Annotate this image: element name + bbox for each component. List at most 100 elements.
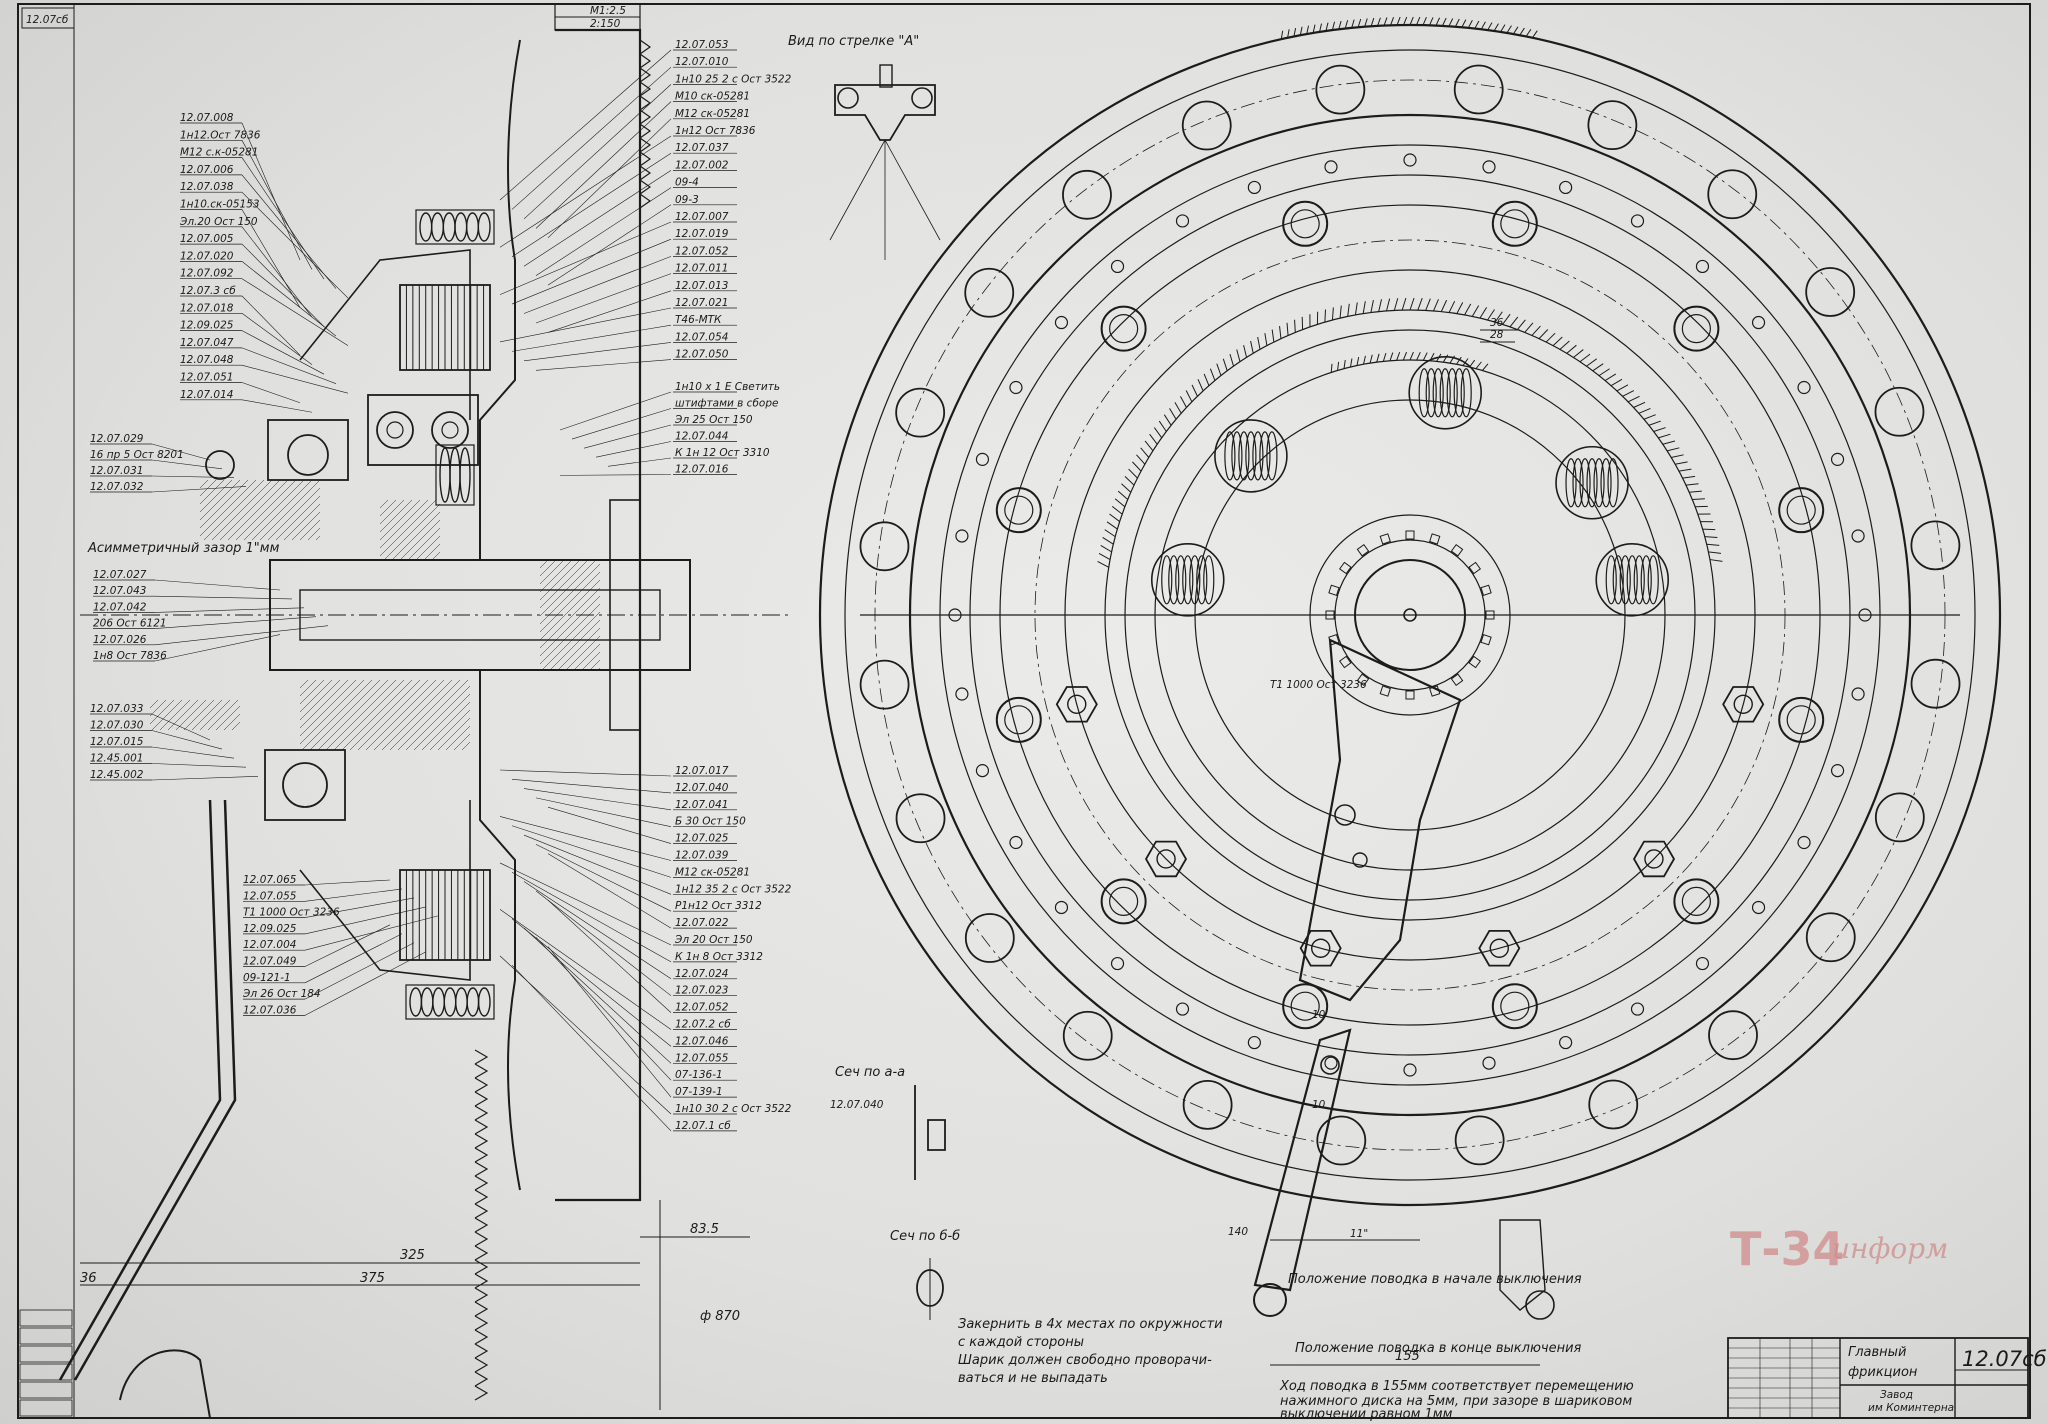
- part-label: 09-121-1: [243, 972, 291, 984]
- travel-note-1: Ход поводка в 155мм соответствует переме…: [1279, 1379, 1634, 1394]
- pedal-rod: [58, 799, 237, 1381]
- section-springs: [405, 209, 495, 1020]
- leader-lines: [90, 49, 737, 1132]
- part-label: 1н8 Ост 7836: [93, 650, 167, 662]
- part-label: 12.07.010: [675, 56, 729, 68]
- part-label: 12.07.054: [675, 331, 728, 343]
- dim-11: 11": [1350, 1228, 1368, 1240]
- part-label: К 1н 8 Ост 3312: [675, 951, 763, 963]
- part-label: М12 с.к-05281: [180, 147, 258, 159]
- part-label: 1н10 х 1 Е Светить: [675, 381, 780, 393]
- part-label: 12.07.002: [675, 159, 729, 171]
- part-label: 12.07.006: [180, 164, 234, 176]
- part-label: 12.09.025: [180, 320, 234, 332]
- part-label: 12.07.048: [180, 354, 234, 366]
- dim-375: 375: [360, 1271, 385, 1286]
- clutch-section-view: [58, 28, 790, 1419]
- dim-140: 140: [1228, 1226, 1248, 1238]
- part-label: 12.07.014: [180, 389, 233, 401]
- part-label: 12.07.046: [675, 1035, 729, 1047]
- part-label: 12.07.005: [180, 233, 234, 245]
- part-label: 12.07.022: [675, 917, 729, 929]
- flywheel-rim: [555, 28, 642, 1202]
- friction-pack-upper: [399, 284, 491, 371]
- part-label: 12.07.027: [93, 569, 147, 581]
- top-scale-1: М1:2.5: [590, 5, 626, 17]
- part-label: Т46-МТК: [675, 314, 722, 326]
- section-bb: Сеч по б-б: [890, 1229, 960, 1320]
- part-label: 1н10 25 2 с Ост 3522: [675, 73, 792, 85]
- section-hatching: [149, 479, 601, 751]
- pressure-cover: [299, 249, 471, 981]
- top-scale: М1:2.5 2:150: [554, 3, 641, 31]
- part-label: штифтами в сборе: [675, 398, 778, 410]
- part-label: 07-136-1: [675, 1069, 723, 1081]
- part-label: 12.07.031: [90, 465, 143, 477]
- release-bearing-upper: [367, 394, 479, 466]
- part-label: 12.07.065: [243, 874, 297, 886]
- dim-10a: 10: [1312, 1009, 1326, 1021]
- part-label: Эл 20 Ост 150: [674, 934, 753, 946]
- part-label: Т1 1000 Ост 3236: [243, 907, 340, 919]
- housing-upper: [479, 39, 521, 560]
- part-label: 1н12 35 2 с Ост 3522: [675, 883, 792, 895]
- section-aa-ref: 12.07.040: [830, 1099, 884, 1111]
- note-line-2: с каждой стороны: [958, 1335, 1084, 1350]
- title-number: 12.07сб: [1962, 1347, 2047, 1371]
- pedal-foot: [119, 1349, 211, 1419]
- title-block: Главный фрикцион 12.07сб Завод им Коминт…: [1727, 1337, 2047, 1419]
- part-label: 12.45.001: [90, 753, 143, 765]
- part-label: 1н12 Ост 7836: [675, 125, 756, 137]
- note-line-1: Закернить в 4х местах по окружности: [958, 1317, 1223, 1332]
- part-label: 12.07.029: [90, 433, 144, 445]
- part-label: 12.07.013: [675, 280, 728, 292]
- margin-stamps: [19, 1309, 73, 1417]
- title-name-1: Главный: [1848, 1345, 1906, 1360]
- part-label: 12.07.017: [675, 765, 729, 777]
- part-label: 12.07.030: [90, 720, 144, 732]
- dim-83-5: 83.5: [690, 1222, 719, 1237]
- part-label: 12.07.015: [90, 736, 144, 748]
- part-label: 12.07.053: [675, 39, 728, 51]
- part-label: 12.07.004: [243, 939, 296, 951]
- part-label: 12.07.049: [243, 956, 297, 968]
- part-label: 12.07.016: [675, 464, 729, 476]
- part-label: М10 ск-05281: [675, 91, 750, 103]
- part-label: 12.07.033: [90, 703, 143, 715]
- clutch-front-view: Т1 1000 Ост 3236: [818, 16, 2002, 1366]
- part-label: 12.07.018: [180, 302, 234, 314]
- part-label: 12.07.021: [675, 297, 728, 309]
- release-lever: [1253, 638, 1555, 1320]
- part-label: 12.07.040: [675, 782, 729, 794]
- part-label: Эл 26 Ост 184: [242, 988, 321, 1000]
- part-label: 12.07.007: [675, 211, 729, 223]
- dim-36: 36: [80, 1271, 97, 1286]
- corner-stamp-text: 12.07сб: [26, 14, 69, 26]
- part-label: 12.07.043: [93, 585, 146, 597]
- outer-hole-ring: [859, 64, 1961, 1166]
- part-label: 12.07.055: [675, 1052, 729, 1064]
- part-label: 12.07.052: [675, 1002, 729, 1014]
- part-label: 206 Ост 6121: [93, 618, 167, 630]
- dim-155: 155: [1395, 1349, 1420, 1364]
- part-label: 12.07.032: [90, 481, 144, 493]
- part-label: 12.07.3 сб: [180, 285, 236, 297]
- part-label: 12.45.002: [90, 769, 144, 781]
- part-label: 12.07.1 сб: [675, 1120, 731, 1132]
- part-label: М12 ск-05281: [675, 108, 750, 120]
- part-label: 1н10.ск-05153: [180, 199, 260, 211]
- gap-note: Асимметричный зазор 1"мм: [87, 541, 280, 556]
- sheet-frame: [17, 3, 2031, 1419]
- part-label: 12.07.2 сб: [675, 1019, 731, 1031]
- part-label: 12.07.020: [180, 250, 234, 262]
- part-label: Эл.20 Ост 150: [179, 216, 258, 228]
- part-label: 12.07.019: [675, 228, 729, 240]
- travel-note: Ход поводка в 155мм соответствует переме…: [1279, 1379, 1634, 1422]
- friction-pack-lower: [399, 869, 491, 961]
- travel-note-2: нажимного диска на 5мм, при зазоре в шар…: [1280, 1394, 1632, 1409]
- dim-870: ф 870: [700, 1309, 740, 1324]
- watermark-main: Т-34: [1730, 1222, 1844, 1276]
- section-bb-title: Сеч по б-б: [890, 1229, 960, 1244]
